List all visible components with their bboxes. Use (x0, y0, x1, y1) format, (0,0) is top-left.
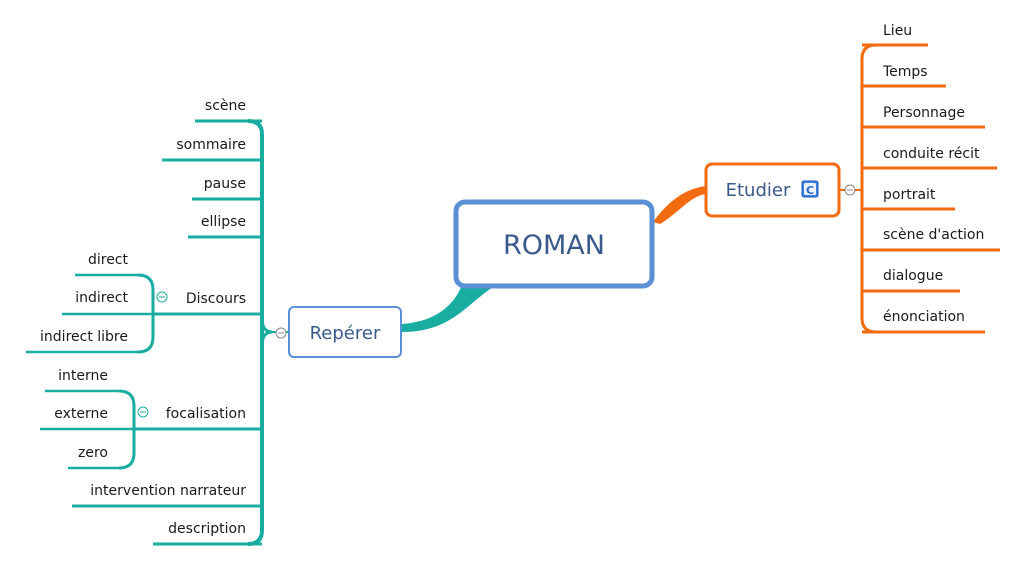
collapse-repere-icon[interactable] (275, 327, 287, 339)
repere-item-focalisation[interactable]: focalisation (166, 406, 246, 422)
repere-item-ellipse[interactable]: ellipse (201, 214, 246, 230)
etudier-item-scene-d-action[interactable]: scène d'action (883, 227, 984, 243)
etudier-item-lieu[interactable]: Lieu (883, 23, 912, 39)
repere-item-intervention-narrateur[interactable]: intervention narrateur (90, 483, 246, 499)
connector-etudier (653, 186, 706, 224)
focalisation-subtree (40, 389, 150, 470)
etudier-item-portrait[interactable]: portrait (883, 187, 936, 203)
etudier-item-conduite-recit[interactable]: conduite récit (883, 146, 980, 162)
repere-item-sommaire[interactable]: sommaire (176, 137, 246, 153)
discours-child-indirect-libre[interactable]: indirect libre (40, 329, 128, 345)
central-topic[interactable]: ROMAN (453, 199, 655, 289)
repere-item-pause[interactable]: pause (204, 176, 246, 192)
discours-child-direct[interactable]: direct (88, 252, 129, 268)
svg-text:C: C (806, 184, 814, 197)
focalisation-child-externe[interactable]: externe (54, 406, 108, 422)
collapse-focalisation-icon[interactable] (137, 406, 149, 418)
etudier-item-lines (862, 43, 1000, 334)
repere-item-discours[interactable]: Discours (186, 291, 246, 307)
repere-trunk (247, 119, 264, 546)
collapse-discours-icon[interactable] (156, 291, 168, 303)
etudier-item-personnage[interactable]: Personnage (883, 105, 965, 121)
connector-repere (402, 283, 500, 332)
discours-child-indirect[interactable]: indirect (75, 290, 128, 306)
discours-subtree (26, 273, 172, 354)
central-topic-label: ROMAN (503, 230, 605, 261)
branch-repere-label: Repérer (310, 323, 381, 344)
focalisation-child-zero[interactable]: zero (78, 445, 108, 461)
focalisation-child-interne[interactable]: interne (58, 368, 108, 384)
etudier-item-dialogue[interactable]: dialogue (883, 268, 943, 284)
etudier-item-enonciation[interactable]: énonciation (883, 309, 965, 325)
etudier-trunk (860, 43, 877, 334)
repere-item-scene[interactable]: scène (205, 98, 246, 114)
etudier-item-temps[interactable]: Temps (882, 64, 928, 80)
repere-item-description[interactable]: description (168, 521, 246, 537)
c-badge-icon[interactable]: C (801, 180, 819, 198)
branch-etudier[interactable]: Etudier C (704, 162, 841, 218)
repere-item-lines (72, 119, 262, 546)
branch-etudier-label: Etudier (726, 180, 791, 201)
branch-repere[interactable]: Repérer (288, 306, 402, 358)
collapse-etudier-icon[interactable] (844, 184, 856, 196)
